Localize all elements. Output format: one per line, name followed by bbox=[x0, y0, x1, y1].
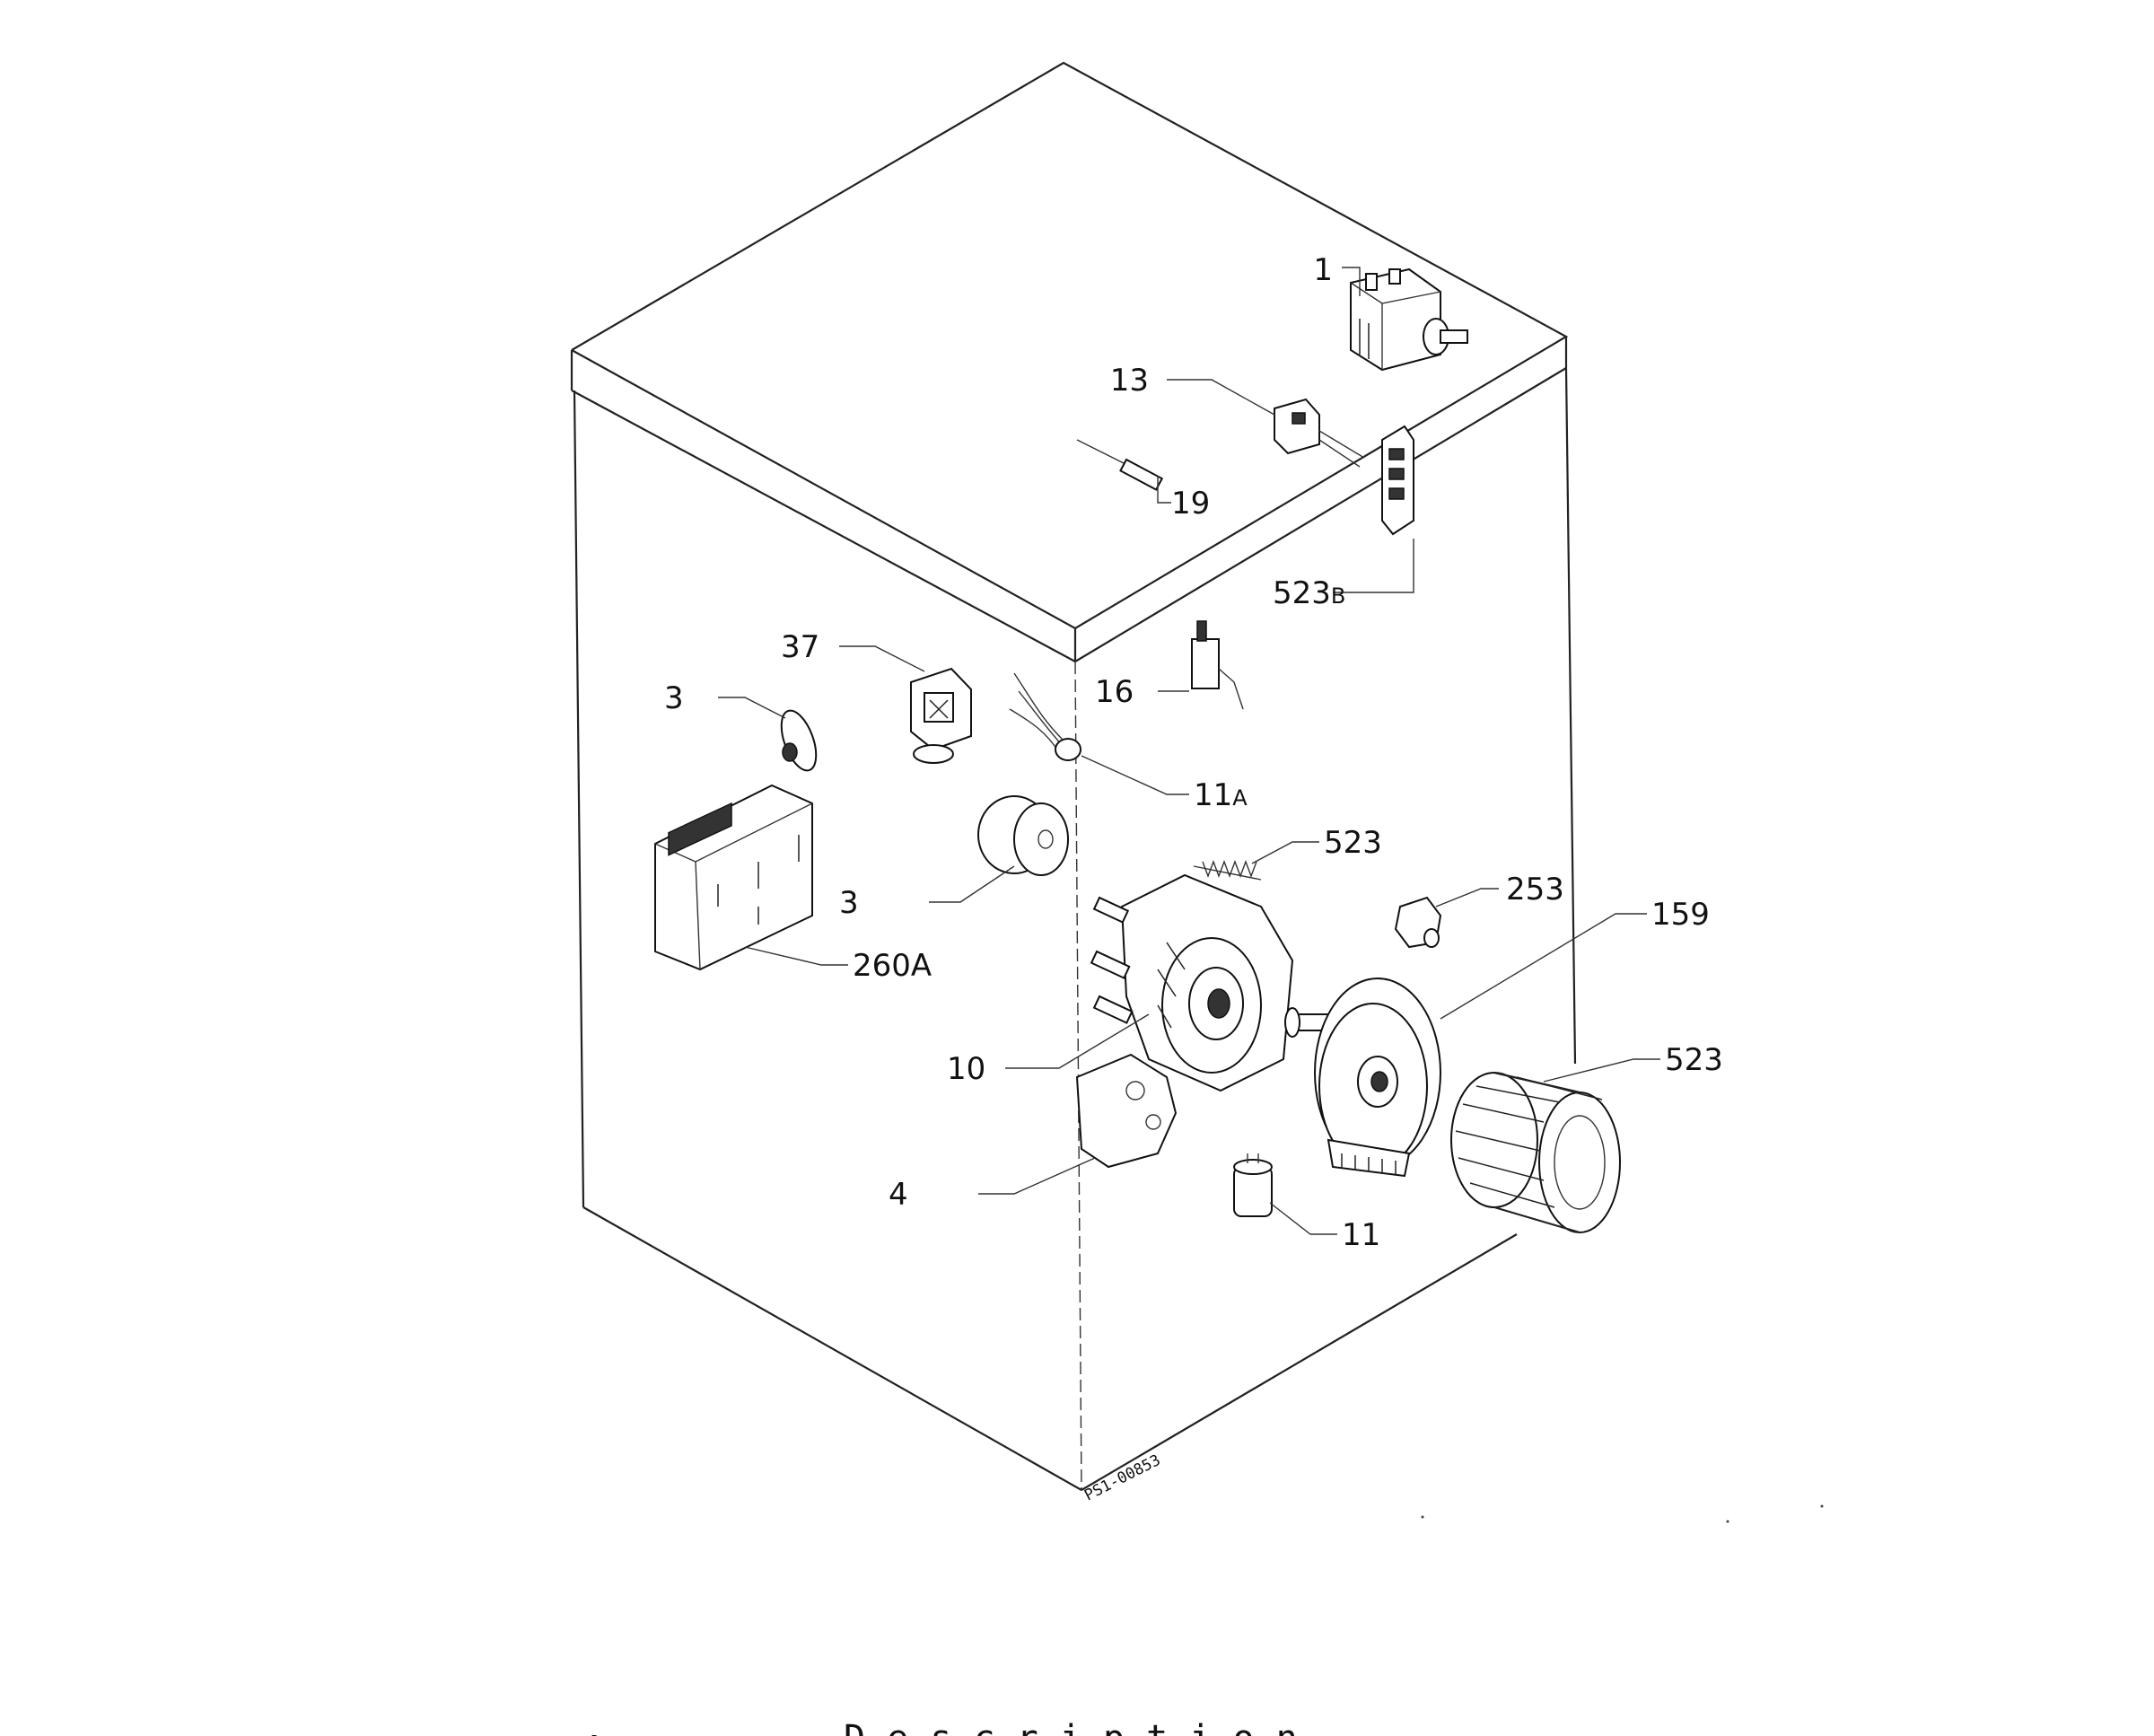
part-523-bracket bbox=[978, 1053, 1178, 1195]
part-13-switch bbox=[1167, 379, 1365, 468]
label-523B: 523B bbox=[1273, 575, 1345, 611]
label-11: 11 bbox=[1342, 1217, 1380, 1253]
label-13: 13 bbox=[1110, 363, 1149, 399]
label-4: 10 bbox=[947, 1051, 985, 1087]
label-3A: 253 bbox=[1506, 872, 1564, 907]
label-523: 4 bbox=[889, 1177, 908, 1213]
label-159: 523 bbox=[1665, 1042, 1723, 1078]
label-1: 1 bbox=[1313, 252, 1333, 288]
label-253: 3 bbox=[839, 885, 859, 921]
part-19-probe bbox=[1076, 439, 1171, 504]
part-37-thermostat bbox=[839, 645, 972, 764]
label-16: 16 bbox=[1095, 674, 1134, 710]
label-19: 19 bbox=[1171, 486, 1210, 522]
label-523A: 159 bbox=[1651, 897, 1710, 933]
caption-description: D e s c r i p t i o n bbox=[844, 1718, 1298, 1736]
caption-mark: · bbox=[583, 1718, 605, 1736]
part-523A-fan-housing bbox=[1314, 913, 1647, 1178]
cabinet-outline bbox=[570, 61, 1577, 1491]
part-260A-spring bbox=[1193, 841, 1319, 881]
part-11-capacitor bbox=[1233, 1153, 1337, 1235]
drawing-reference-code: PS1-00853 bbox=[1081, 1451, 1163, 1505]
part-159-impeller bbox=[1450, 1058, 1660, 1234]
label-260A: 523 bbox=[1324, 825, 1382, 861]
label-10: 260A bbox=[853, 948, 932, 984]
label-3: 3 bbox=[664, 680, 684, 716]
part-11A-suppressor bbox=[1009, 672, 1189, 795]
part-4-motor bbox=[1005, 873, 1338, 1092]
label-11A: 11A bbox=[1194, 777, 1248, 813]
speck bbox=[1421, 1515, 1424, 1519]
part-16-door-switch bbox=[1158, 620, 1244, 710]
label-37: 37 bbox=[781, 629, 819, 665]
speck bbox=[1726, 1520, 1729, 1523]
part-253-pulley bbox=[929, 795, 1069, 903]
speck bbox=[1820, 1504, 1824, 1508]
part-3A-lamp-holder bbox=[1394, 888, 1499, 949]
part-3-knob bbox=[718, 697, 818, 772]
part-1-timer bbox=[1342, 267, 1468, 372]
part-523B-terminal-block bbox=[1333, 425, 1414, 593]
part-10-module bbox=[654, 784, 848, 971]
